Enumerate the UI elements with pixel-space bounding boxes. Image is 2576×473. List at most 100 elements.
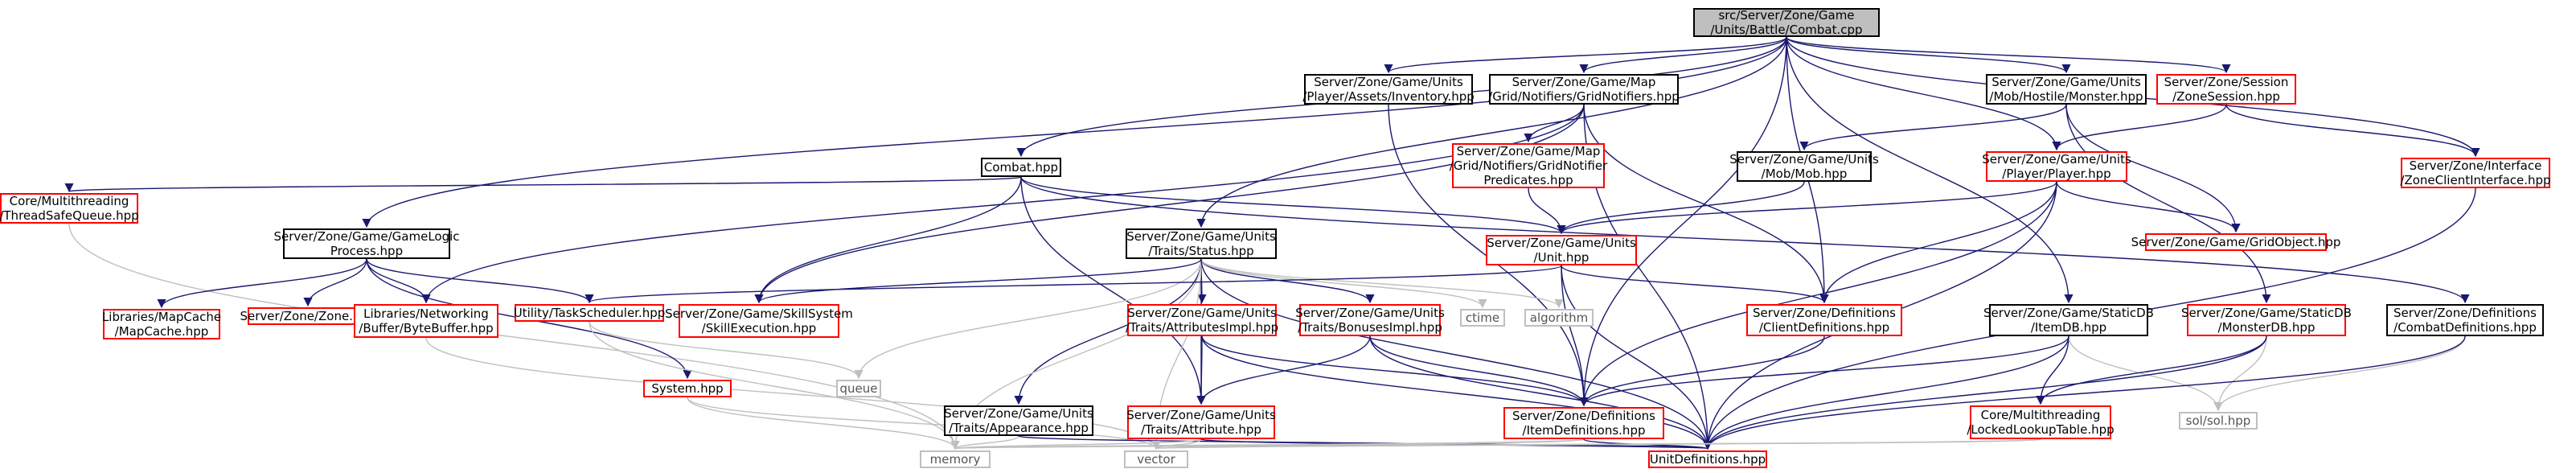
- node-gridobject: Server/Zone/Game/GridObject.hpp: [2131, 233, 2341, 251]
- edge-system-to-memory: [687, 397, 960, 450]
- edge-bytebuffer-to-vector: [425, 337, 1161, 450]
- node-combatdefs[interactable]: Server/Zone/Definitions /CombatDefinitio…: [2386, 304, 2544, 336]
- node-status[interactable]: Server/Zone/Game/Units /Traits/Status.hp…: [1126, 228, 1277, 259]
- node-appearance[interactable]: Server/Zone/Game/Units /Traits/Appearanc…: [944, 405, 1093, 436]
- node-attrimpl: Server/Zone/Game/Units /Traits/Attribute…: [1125, 304, 1279, 336]
- edge-root-to-gamelogic: [362, 36, 1787, 228]
- node-zone: Server/Zone/Zone.hpp: [240, 307, 376, 325]
- edge-lockedlookup-to-vector: [1153, 438, 2041, 450]
- edge-root-to-itemdefs: [1579, 36, 1787, 407]
- node-gridnotifiers[interactable]: Server/Zone/Game/Map /Grid/Notifiers/Gri…: [1488, 74, 1680, 105]
- edge-itemdb-to-lockedlookup: [2036, 335, 2069, 405]
- edge-attribute-to-memory: [951, 438, 1202, 450]
- edge-root-to-player: [1786, 36, 2061, 151]
- node-bonusimpl: Server/Zone/Game/Units /Traits/BonusesIm…: [1295, 304, 1445, 336]
- edge-taskscheduler-to-memory: [589, 321, 960, 450]
- edge-monster-to-gridobject: [2065, 104, 2241, 233]
- node-itemdefs: Server/Zone/Definitions /ItemDefinitions…: [1503, 407, 1664, 439]
- edge-zonesession-to-player: [2052, 104, 2227, 151]
- edge-monsterdb-to-unitdefs: [1703, 335, 2267, 450]
- node-combathpp[interactable]: Combat.hpp: [981, 158, 1061, 177]
- node-zoneclient: Server/Zone/Interface /ZoneClientInterfa…: [2400, 158, 2551, 188]
- edge-gamelogic-to-bytebuffer: [366, 258, 431, 304]
- node-lockedlookup: Core/Multithreading /LockedLookupTable.h…: [1967, 405, 2115, 439]
- edge-player-to-itemdefs: [1579, 181, 2057, 407]
- edge-gridnotifiers-to-gridpred: [1524, 104, 1585, 143]
- edge-unit-to-itemdefs: [1561, 265, 1589, 407]
- edge-combatdefs-to-unitdefs: [1703, 335, 2466, 450]
- edge-combathpp-to-threadsafe: [65, 176, 1022, 193]
- edge-combathpp-to-combatdefs: [1020, 176, 2470, 304]
- node-unitdefs: UnitDefinitions.hpp: [1648, 450, 1767, 468]
- edge-player-to-gridobject: [2056, 181, 2241, 233]
- node-algorithm: algorithm: [1524, 309, 1594, 327]
- node-sol: sol/sol.hpp: [2179, 412, 2258, 430]
- edge-gridpred-to-unit: [1528, 187, 1566, 235]
- node-clientdefs: Server/Zone/Definitions /ClientDefinitio…: [1746, 304, 1902, 336]
- edge-attrimpl-to-itemdefs: [1201, 335, 1589, 407]
- edge-status-to-unitdefs: [1200, 258, 1713, 450]
- edge-gamelogic-to-mapcache: [157, 258, 367, 309]
- edge-gamelogic-to-zone: [303, 258, 367, 307]
- edge-root-to-inventory: [1384, 36, 1787, 74]
- edge-unit-to-clientdefs: [1561, 265, 1829, 304]
- node-memory: memory: [920, 450, 991, 468]
- node-unit: Server/Zone/Game/Units /Unit.hpp: [1486, 235, 1637, 265]
- edge-attrimpl-to-unitdefs: [1201, 335, 1713, 450]
- node-inventory[interactable]: Server/Zone/Game/Units /Player/Assets/In…: [1302, 74, 1475, 105]
- edge-status-to-bonusimpl: [1200, 258, 1375, 304]
- edge-status-to-skillexec: [754, 258, 1202, 304]
- node-bytebuffer: Libraries/Networking /Buffer/ByteBuffer.…: [354, 304, 498, 338]
- node-monsterdb: Server/Zone/Game/StaticDB /MonsterDB.hpp: [2181, 304, 2352, 336]
- node-mapcache: Libraries/MapCache /MapCache.hpp: [101, 309, 222, 339]
- node-ctime: ctime: [1460, 309, 1505, 327]
- edge-status-to-algorithm: [1200, 258, 1564, 309]
- edge-combatdefs-to-sol: [2213, 335, 2466, 412]
- edge-monsterdb-to-sol: [2213, 335, 2267, 412]
- node-mob[interactable]: Server/Zone/Game/Units /Mob/Mob.hpp: [1729, 151, 1879, 182]
- node-gamelogic[interactable]: Server/Zone/Game/GameLogic Process.hpp: [273, 228, 460, 259]
- edge-gridnotifiers-to-skillexec: [754, 104, 1585, 304]
- edge-monsterdb-to-lockedlookup: [2036, 335, 2267, 405]
- node-threadsafe: Core/Multithreading /ThreadSafeQueue.hpp: [0, 193, 139, 224]
- edge-threadsafe-to-memory: [68, 223, 960, 450]
- node-system: System.hpp: [643, 380, 732, 397]
- edge-monster-to-mob: [1799, 104, 2067, 151]
- edge-gridnotifiers-to-clientdefs: [1583, 104, 1829, 304]
- node-attribute: Server/Zone/Game/Units /Traits/Attribute…: [1126, 405, 1276, 439]
- edge-combathpp-to-attribute: [1020, 176, 1206, 405]
- edge-itemdefs-to-vector: [1152, 438, 1585, 450]
- edge-root-to-monster: [1786, 36, 2071, 74]
- edge-bonusimpl-to-itemdefs: [1369, 335, 1589, 407]
- edge-attrimpl-to-attribute: [1196, 335, 1206, 405]
- edge-status-to-ctime: [1200, 258, 1487, 309]
- node-vector: vector: [1124, 450, 1188, 468]
- edge-root-to-status: [1196, 36, 1787, 228]
- edge-root-to-zonesession: [1786, 36, 2231, 74]
- edge-combathpp-to-unit: [1020, 176, 1566, 235]
- edge-bonusimpl-to-unitdefs: [1369, 335, 1713, 450]
- edge-unit-to-taskscheduler: [585, 265, 1562, 304]
- edge-itemdb-to-itemdefs: [1579, 335, 2069, 407]
- edge-clientdefs-to-itemdefs: [1579, 335, 1825, 407]
- node-root: src/Server/Zone/Game /Units/Battle/Comba…: [1693, 8, 1880, 37]
- edge-unit-to-unitdefs: [1561, 265, 1713, 450]
- node-player: Server/Zone/Game/Units /Player/Player.hp…: [1982, 151, 2131, 182]
- edge-gridnotifiers-to-bytebuffer: [421, 104, 1585, 304]
- edge-status-to-appearance: [1014, 258, 1202, 405]
- edge-combathpp-to-skillexec: [754, 176, 1022, 304]
- node-monster[interactable]: Server/Zone/Game/Units /Mob/Hostile/Mons…: [1986, 74, 2147, 105]
- edge-zonesession-to-zoneclient: [2225, 104, 2480, 158]
- edge-gamelogic-to-taskscheduler: [366, 258, 594, 304]
- edge-itemdb-to-sol: [2068, 335, 2223, 412]
- edge-bonusimpl-to-attribute: [1196, 335, 1371, 405]
- node-itemdb[interactable]: Server/Zone/Game/StaticDB /ItemDB.hpp: [1983, 304, 2154, 336]
- node-taskscheduler: Utility/TaskScheduler.hpp: [513, 304, 666, 322]
- edge-itemdb-to-unitdefs: [1703, 335, 2069, 450]
- node-gridpred: Server/Zone/Game/Map /Grid/Notifiers/Gri…: [1449, 143, 1608, 188]
- edge-root-to-gridnotifiers: [1579, 36, 1787, 74]
- edge-player-to-clientdefs: [1819, 181, 2057, 304]
- edge-status-to-queue: [854, 258, 1202, 380]
- edge-taskscheduler-to-queue: [589, 321, 863, 380]
